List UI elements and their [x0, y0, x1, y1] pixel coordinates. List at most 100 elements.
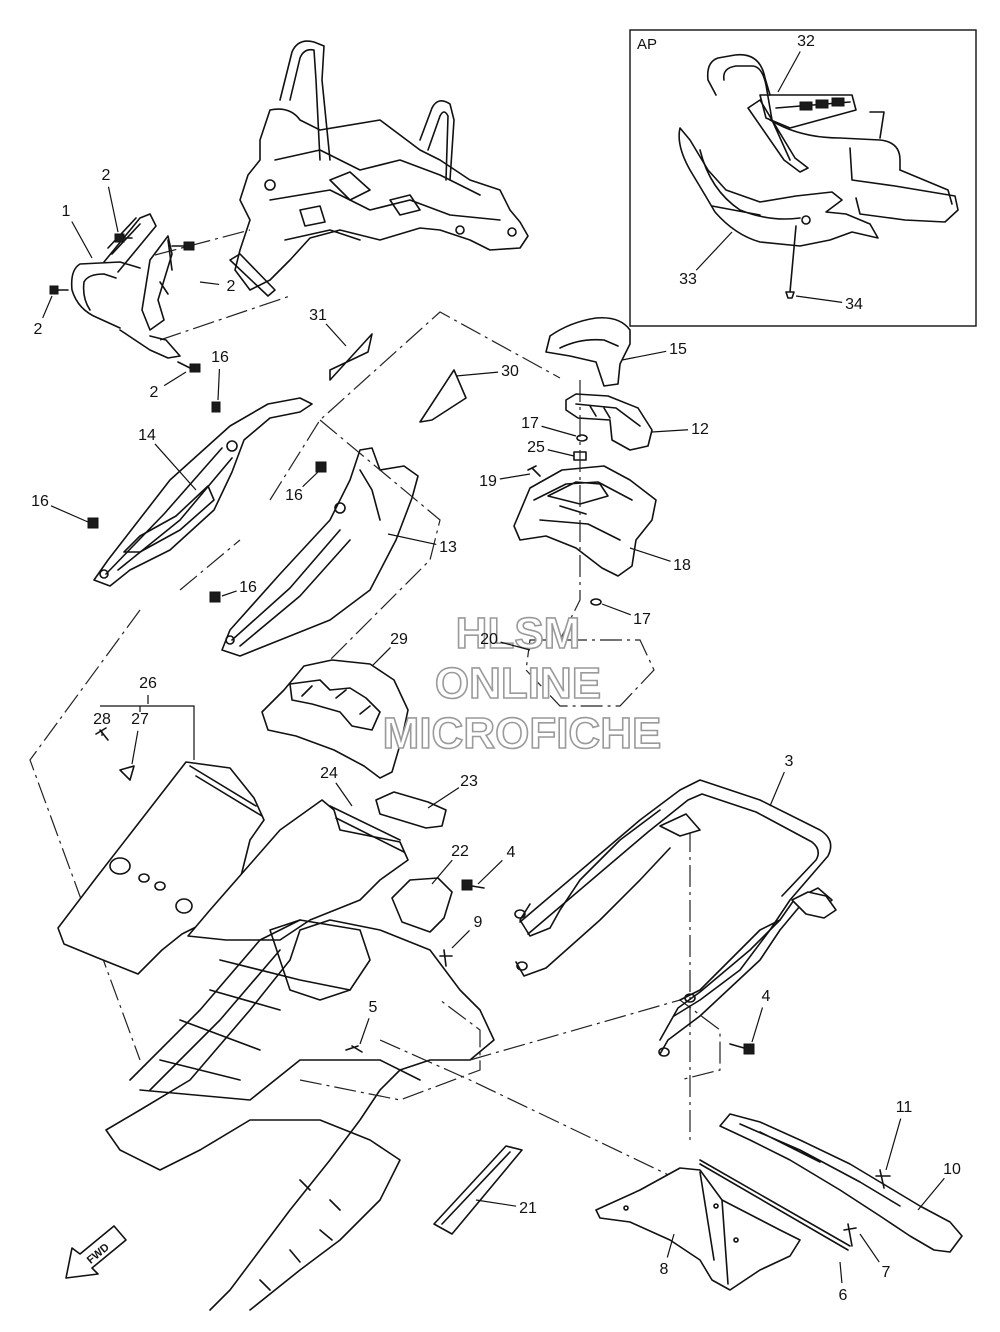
callout-label: 9: [474, 914, 483, 931]
callout-leader-line: [859, 1233, 880, 1263]
rear-bumper-lower-left: [515, 847, 671, 977]
callout-leader-line: [795, 295, 843, 303]
frame-outline: [234, 108, 529, 291]
callout-label: 19: [479, 473, 497, 490]
callout-leader-line: [217, 368, 221, 401]
cover-15-detail: [559, 338, 619, 349]
assembly-guide-line: [299, 999, 721, 1191]
bolt-2-top: [114, 233, 125, 243]
block-29-top: [289, 679, 381, 731]
running-board-left: [199, 1119, 401, 1311]
callout-leader-line: [500, 641, 531, 651]
callout-label: 20: [480, 631, 498, 648]
side-panel-left-inset: [123, 485, 215, 553]
callout-leader-line: [917, 1177, 945, 1211]
frame-gussets: [299, 171, 421, 227]
inset-slot: [815, 99, 829, 109]
screw-16: [209, 591, 221, 603]
bracket-12: [565, 393, 653, 451]
callout-leader-line: [499, 473, 531, 480]
chassis-mount: [269, 919, 371, 1001]
guard-24-edge: [329, 805, 405, 853]
rear-bumper-3: [514, 779, 837, 1057]
chassis-outline: [105, 919, 495, 1311]
callout-leader-line: [885, 1118, 902, 1171]
bracket-12-detail: [575, 403, 641, 427]
side-panel-left-hole: [99, 569, 109, 579]
bumper-arm-detail: [107, 217, 141, 255]
callout-label: 28: [93, 711, 111, 728]
frame-strut: [229, 253, 276, 297]
callout-label: 18: [673, 557, 691, 574]
callout-bracket-26: [100, 705, 195, 760]
callout-leader-line: [621, 350, 667, 361]
callout-leader-line: [221, 590, 237, 597]
strip-6: [699, 1159, 851, 1251]
callout-label: 11: [896, 1099, 913, 1116]
skid-plate-hole: [154, 881, 166, 891]
callout-leader-line: [451, 930, 470, 949]
watermark-line2: ONLINE: [435, 659, 601, 708]
rear-flap-hole: [623, 1205, 629, 1211]
rear-bumper-mount-hole: [514, 909, 526, 919]
bumper-arm: [103, 213, 157, 273]
inset-bolt-hole: [801, 215, 811, 225]
callout-leader-line: [769, 771, 785, 807]
guard-24: [187, 791, 447, 941]
screw-16: [315, 461, 327, 473]
rivet-28: [95, 727, 109, 741]
rear-bumper-frame: [519, 779, 832, 1017]
rear-bumper-right-detail: [679, 919, 781, 1001]
running-board-tread: [259, 1179, 341, 1291]
callout-leader-line: [325, 323, 347, 347]
callout-leader-line: [455, 371, 499, 377]
guard-10: [719, 1113, 963, 1253]
rear-bumper-mount-hole: [516, 961, 528, 971]
callout-leader-line: [359, 1018, 370, 1045]
callout-leader-line: [651, 429, 689, 433]
rear-flap-8: [595, 1167, 801, 1291]
frame-boss: [264, 179, 276, 191]
block-29-body: [261, 659, 409, 779]
callout-label: 22: [451, 843, 469, 860]
rivet-7: [843, 1223, 857, 1247]
skid-plate-26-flange: [189, 765, 263, 817]
decal-30: [419, 369, 467, 423]
watermark-line1: HLSM: [456, 609, 581, 658]
rear-flap-hole: [713, 1203, 719, 1209]
strip-21-detail: [441, 1151, 511, 1225]
callout-label: 2: [227, 278, 236, 295]
callout-leader-line: [371, 647, 391, 667]
callout-label: 31: [309, 307, 327, 324]
inset-skid-plate: [678, 127, 879, 247]
front-bumper: [49, 213, 201, 373]
callout-label: 16: [31, 493, 49, 510]
callout-label: 16: [211, 349, 229, 366]
roll-bar-left: [279, 40, 331, 161]
callout-leader-line: [131, 730, 139, 765]
callout-label: 17: [521, 415, 539, 432]
callout-leader-line: [42, 295, 53, 319]
watermark: HLSM ONLINE MICROFICHE: [382, 608, 662, 759]
callout-label: 26: [139, 675, 157, 692]
bolt-4-lower-shank: [729, 1043, 745, 1049]
side-panel-right-hole: [334, 502, 346, 514]
rear-flap-8-edge: [699, 1171, 729, 1285]
guard-24-body: [187, 799, 409, 941]
callout-label: 16: [239, 579, 257, 596]
skid-plate-hole: [175, 898, 193, 914]
callout-label: 13: [439, 539, 457, 556]
callout-label: 32: [797, 33, 815, 50]
rear-cover-group: [513, 316, 657, 707]
callout-label: 5: [369, 999, 378, 1016]
callout-label: 15: [669, 341, 687, 358]
callout-leader-line: [427, 787, 460, 809]
bracket-22: [391, 877, 453, 933]
bolt-4: [461, 879, 473, 891]
rivet-9: [439, 949, 453, 967]
side-panel-right: [209, 447, 419, 657]
skid-plate-hole: [109, 857, 131, 875]
inset-title: AP: [637, 36, 657, 53]
